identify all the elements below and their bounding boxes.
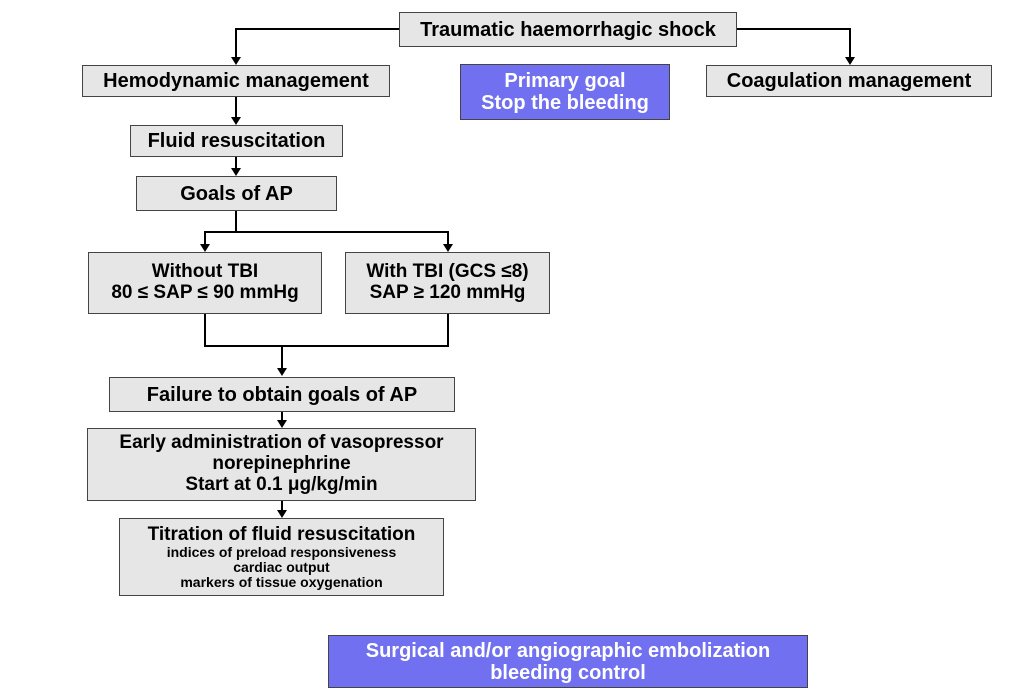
- connector: [235, 28, 237, 58]
- connector: [235, 28, 399, 30]
- titration-item: indices of preload responsiveness: [166, 544, 397, 561]
- titration-item: markers of tissue oxygenation: [180, 573, 383, 590]
- node-fluid: Fluid resuscitation: [130, 125, 343, 157]
- primary-goal-line-1: Primary goal: [504, 70, 626, 92]
- arrow-head: [231, 168, 241, 176]
- node-goals-ap-label: Goals of AP: [180, 182, 293, 205]
- titration-title: Titration of fluid resuscitation: [147, 523, 416, 545]
- vasopressor-line-2: norepinephrine: [212, 453, 351, 475]
- arrow-head: [277, 510, 287, 518]
- connector: [204, 345, 449, 347]
- arrow-head: [231, 117, 241, 125]
- node-titration: Titration of fluid resuscitation indices…: [119, 518, 444, 596]
- connector: [204, 231, 449, 233]
- titration-item: cardiac output: [233, 559, 330, 576]
- with-tbi-line-1: With TBI (GCS ≤8): [366, 261, 529, 283]
- arrow-head: [231, 57, 241, 65]
- connector: [281, 412, 283, 421]
- connector: [447, 314, 449, 346]
- node-without-tbi: Without TBI 80 ≤ SAP ≤ 90 mmHg: [88, 252, 322, 314]
- node-failure-label: Failure to obtain goals of AP: [146, 383, 418, 406]
- vasopressor-line-3: Start at 0.1 μg/kg/min: [185, 473, 378, 495]
- connector: [281, 345, 283, 369]
- surgical-line-2: bleeding control: [490, 661, 646, 684]
- connector: [235, 157, 237, 169]
- without-tbi-line-1: Without TBI: [151, 261, 259, 283]
- vasopressor-line-1: Early administration of vasopressor: [119, 432, 444, 454]
- without-tbi-line-2: 80 ≤ SAP ≤ 90 mmHg: [111, 282, 299, 303]
- node-primary-goal: Primary goal Stop the bleeding: [460, 64, 670, 120]
- surgical-line-1: Surgical and/or angiographic embolizatio…: [365, 639, 771, 662]
- connector: [204, 314, 206, 346]
- node-coagulation-label: Coagulation management: [726, 70, 972, 92]
- node-failure: Failure to obtain goals of AP: [109, 377, 455, 412]
- arrow-head: [277, 420, 287, 428]
- node-coagulation: Coagulation management: [706, 65, 992, 97]
- connector: [447, 231, 449, 245]
- node-root-label: Traumatic haemorrhagic shock: [420, 18, 716, 41]
- node-hemodynamic-label: Hemodynamic management: [103, 70, 369, 92]
- arrow-head: [845, 57, 855, 65]
- connector: [849, 28, 851, 58]
- arrow-head: [443, 244, 453, 252]
- node-hemodynamic: Hemodynamic management: [82, 65, 390, 97]
- node-root: Traumatic haemorrhagic shock: [399, 12, 737, 47]
- with-tbi-line-2: SAP ≥ 120 mmHg: [369, 282, 526, 303]
- arrow-head: [277, 368, 287, 376]
- connector: [281, 501, 283, 511]
- connector: [204, 231, 206, 245]
- node-goals-ap: Goals of AP: [136, 176, 337, 211]
- connector: [235, 97, 237, 118]
- node-with-tbi: With TBI (GCS ≤8) SAP ≥ 120 mmHg: [345, 252, 550, 314]
- primary-goal-line-2: Stop the bleeding: [481, 92, 649, 114]
- node-fluid-label: Fluid resuscitation: [147, 130, 326, 152]
- node-vasopressor: Early administration of vasopressor nore…: [87, 428, 476, 501]
- node-surgical: Surgical and/or angiographic embolizatio…: [328, 635, 808, 688]
- connector: [235, 211, 237, 232]
- arrow-head: [200, 244, 210, 252]
- connector: [737, 28, 850, 30]
